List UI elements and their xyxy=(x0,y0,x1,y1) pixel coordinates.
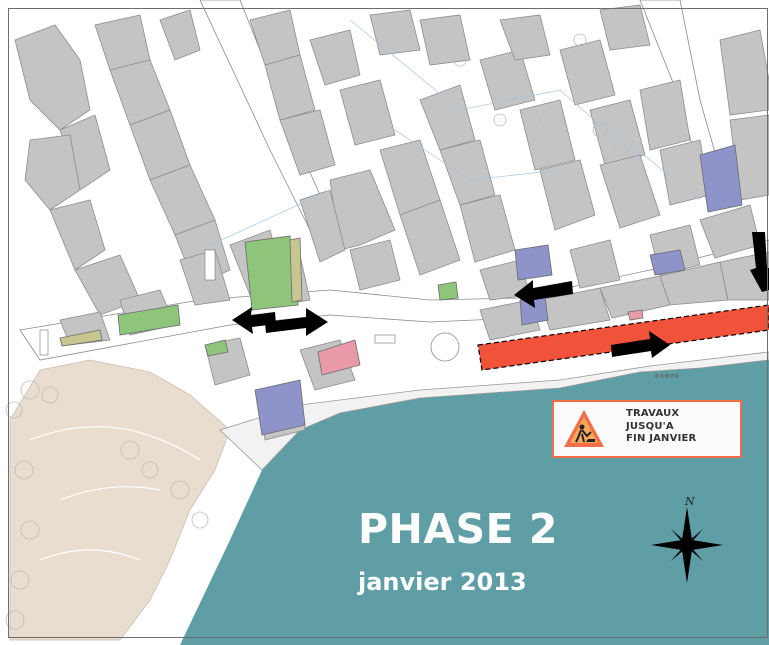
roadworks-warning-icon xyxy=(564,410,604,447)
phase-title: PHASE 2 xyxy=(358,505,558,553)
compass-rose: N xyxy=(651,495,723,583)
traffic-arrows xyxy=(232,232,769,358)
sign-line-1: TRAVAUX xyxy=(626,408,680,419)
sign-line-3: FIN JANVIER xyxy=(626,433,697,444)
phase-subtitle: janvier 2013 xyxy=(358,568,527,596)
park-paths xyxy=(29,426,201,561)
street-label: RAMPE xyxy=(655,374,680,380)
quay xyxy=(219,351,769,471)
arrow-right-1 xyxy=(265,308,328,336)
compass-label: N xyxy=(684,495,695,508)
highlighted-buildings xyxy=(59,144,743,436)
sign-line-2: JUSQU'A xyxy=(626,420,674,432)
works-zone xyxy=(477,304,769,371)
roadworks-sign: TRAVAUX JUSQU'A FIN JANVIER xyxy=(552,400,742,458)
sign-text: TRAVAUX JUSQU'A FIN JANVIER xyxy=(626,408,696,446)
arrow-down xyxy=(750,232,769,292)
crosswalks xyxy=(39,249,396,356)
buildings xyxy=(14,4,769,346)
trees xyxy=(5,33,627,630)
arrow-right-2 xyxy=(611,331,670,358)
arrow-left-1 xyxy=(232,307,276,334)
property-lines xyxy=(199,19,701,251)
roundabout xyxy=(430,332,460,362)
arrow-left-2 xyxy=(514,280,573,308)
